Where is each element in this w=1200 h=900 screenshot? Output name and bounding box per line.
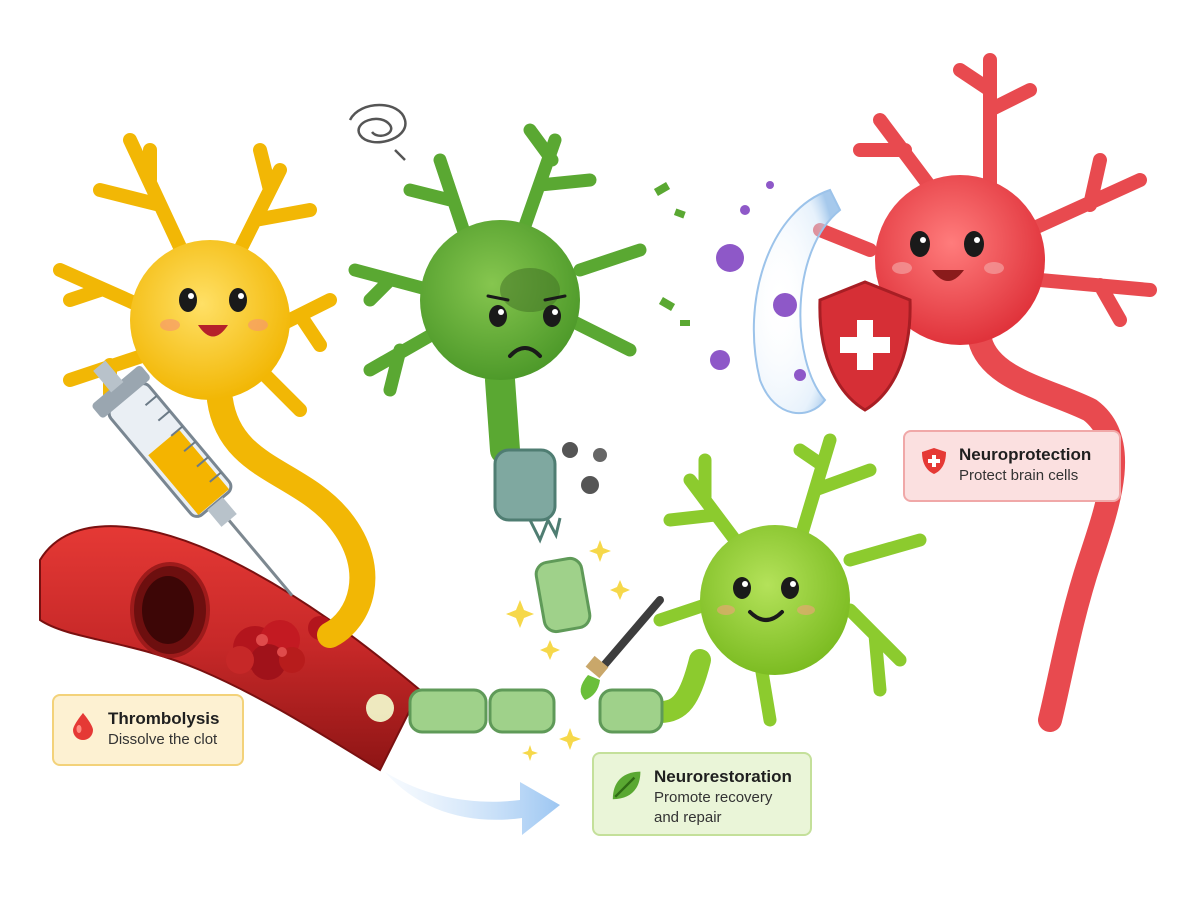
thrombolysis-subtitle: Dissolve the clot xyxy=(108,731,218,748)
repaired-axon xyxy=(408,556,664,734)
neuron-neurorestoration xyxy=(649,433,927,727)
neuron-damaged xyxy=(348,103,690,580)
progress-arrow xyxy=(385,772,560,835)
blood-vessel xyxy=(39,525,422,772)
neuron-thrombolysis xyxy=(53,133,376,648)
neurorestoration-subtitle-line2: and repair xyxy=(654,809,722,826)
neuroprotection-title: Neuroprotection xyxy=(959,445,1092,464)
protective-barrier xyxy=(752,188,842,414)
neurorestoration-subtitle-line1: Promote recovery xyxy=(654,789,773,806)
neuroprotection-label: Neuroprotection Protect brain cells xyxy=(903,430,1121,502)
shield-cross-icon xyxy=(922,448,946,474)
virus-particles xyxy=(710,181,806,381)
blood-clot xyxy=(226,616,332,680)
thrombolysis-label: Thrombolysis Dissolve the clot xyxy=(52,694,244,766)
syringe-icon xyxy=(92,360,294,597)
neuron-neuroprotection xyxy=(813,53,1157,732)
shield-cross-icon xyxy=(818,280,912,412)
neurorestoration-label: Neurorestoration Promote recovery and re… xyxy=(592,752,812,836)
thrombolysis-title: Thrombolysis xyxy=(108,709,220,728)
blood-drop-icon xyxy=(73,713,93,740)
neuroprotection-subtitle: Protect brain cells xyxy=(959,467,1079,484)
neurorestoration-title: Neurorestoration xyxy=(654,767,792,786)
paintbrush-icon xyxy=(580,596,664,700)
leaf-icon xyxy=(612,771,641,800)
dizzy-scribble-icon xyxy=(348,103,407,161)
sparkle-icons xyxy=(506,540,630,761)
